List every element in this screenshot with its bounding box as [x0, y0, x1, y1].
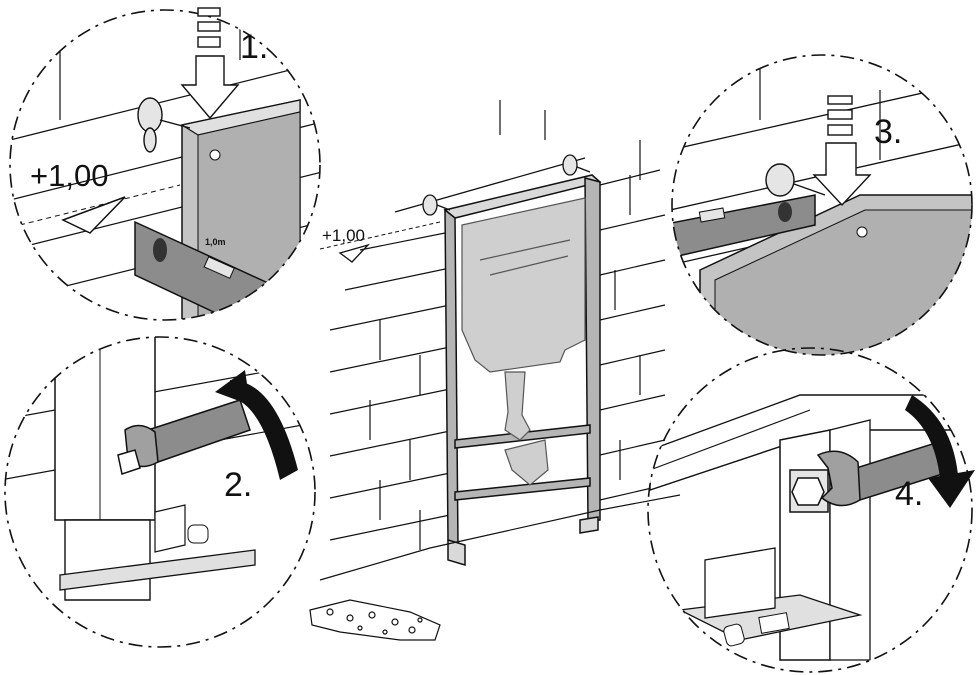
main-frame-illustration: +1,00	[309, 100, 681, 641]
spirit-level-detail-1	[134, 220, 306, 320]
screw-anchor-detail-1	[137, 97, 191, 153]
main-level-label: +1,00	[322, 226, 365, 245]
press-arrow-1	[180, 7, 240, 120]
detail-step-2: 2.	[4, 336, 316, 648]
rotate-arrow-4	[905, 395, 958, 478]
detail-step-1: 1,0m +1,00 1.	[9, 7, 321, 321]
detail-outline-1	[9, 9, 321, 321]
step-number-3: 3.	[874, 113, 902, 151]
step-number-4: 4.	[895, 475, 923, 513]
detail-outline-2	[4, 336, 316, 648]
step-number-2: 2.	[224, 466, 252, 504]
rotate-arrow-2	[230, 380, 298, 480]
wall-anchor-left	[422, 194, 451, 216]
wall-anchor-right	[562, 154, 591, 176]
detail-level-label: +1,00	[30, 158, 108, 193]
detail-outline-4	[647, 347, 973, 673]
bolt-detail-4	[789, 469, 829, 513]
screw-anchor-detail-3	[765, 163, 826, 197]
press-arrow-3	[812, 95, 872, 207]
step-number-1: 1.	[240, 28, 268, 66]
detail-step-4: 4.	[647, 347, 975, 673]
brick-wall	[329, 100, 666, 550]
detail-outline-3	[671, 54, 973, 356]
cistern-tank	[461, 197, 586, 486]
detail-step-3: 3.	[671, 54, 973, 356]
main-level-marker: +1,00	[319, 221, 441, 263]
level-tool-mark: 1,0m	[205, 237, 226, 247]
floor-rubble	[309, 494, 681, 641]
wrench-detail-2	[117, 399, 251, 475]
